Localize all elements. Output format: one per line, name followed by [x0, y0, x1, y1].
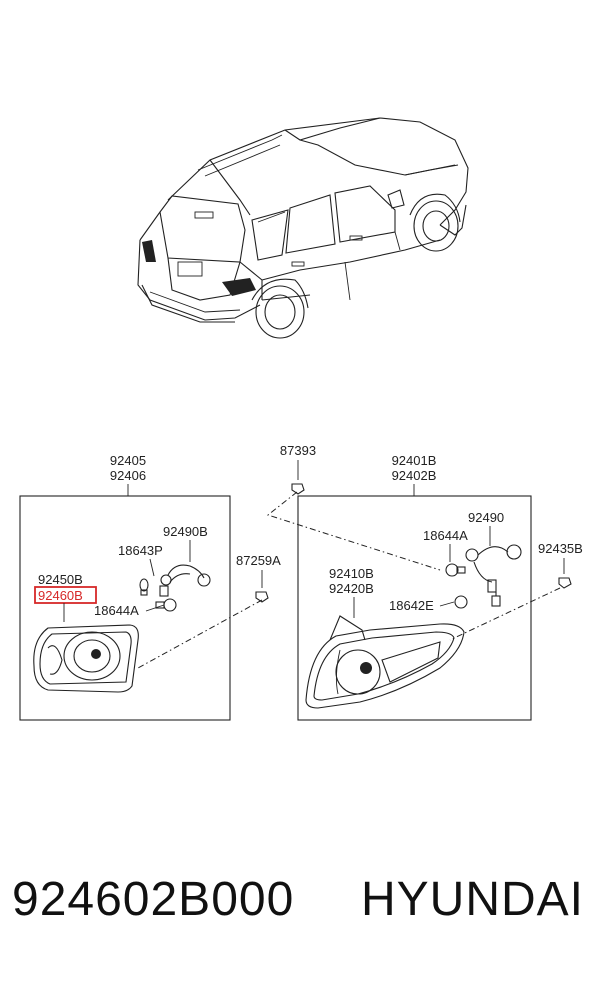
label-92420b: 92420B [329, 581, 374, 596]
left-assembly-number-1: 92405 [110, 453, 146, 468]
label-18644a-right: 18644A [423, 528, 468, 543]
outer-tail-lamp-icon [305, 615, 465, 709]
label-92435b: 92435B [538, 541, 583, 556]
clip-nut-icon [291, 483, 305, 495]
clip-nut-icon [255, 591, 269, 603]
center-clips: 87393 87259A [137, 443, 441, 669]
bulb-icon [454, 595, 468, 609]
part-number: 924602B000 [12, 873, 295, 926]
clip-nut-icon [558, 577, 572, 589]
footer: 924602B000 HYUNDAI [0, 872, 600, 952]
label-92490: 92490 [468, 510, 504, 525]
bulb-icon [139, 578, 149, 596]
right-assembly-number-2: 92402B [392, 468, 437, 483]
bulb-icon [155, 598, 177, 612]
highlight-box [34, 586, 97, 604]
left-assembly: 92405 92406 92490B 18643P 92450B 92460B … [19, 453, 231, 721]
right-assembly-number-1: 92401B [392, 453, 437, 468]
bulb-icon [445, 563, 466, 577]
label-92410b: 92410B [329, 566, 374, 581]
inner-tail-lamp-icon [33, 624, 139, 693]
label-92460b-highlighted: 92460B [38, 588, 83, 603]
label-92490b: 92490B [163, 524, 208, 539]
label-18642e: 18642E [389, 598, 434, 613]
vehicle-illustration [137, 117, 469, 339]
label-18644a-left: 18644A [94, 603, 139, 618]
socket-harness-icon [159, 564, 211, 597]
right-assembly-box [297, 495, 532, 721]
left-assembly-number-2: 92406 [110, 468, 146, 483]
label-87393: 87393 [280, 443, 316, 458]
left-assembly-box [19, 495, 231, 721]
label-87259a: 87259A [236, 553, 281, 568]
label-18643p: 18643P [118, 543, 163, 558]
parts-diagram: 92405 92406 92490B 18643P 92450B 92460B … [19, 117, 583, 721]
brand-name: HYUNDAI [360, 873, 584, 926]
right-assembly: 92401B 92402B 92490 18644A 92410B 92420B… [297, 453, 583, 721]
socket-harness-icon [465, 544, 522, 607]
label-92450b: 92450B [38, 572, 83, 587]
